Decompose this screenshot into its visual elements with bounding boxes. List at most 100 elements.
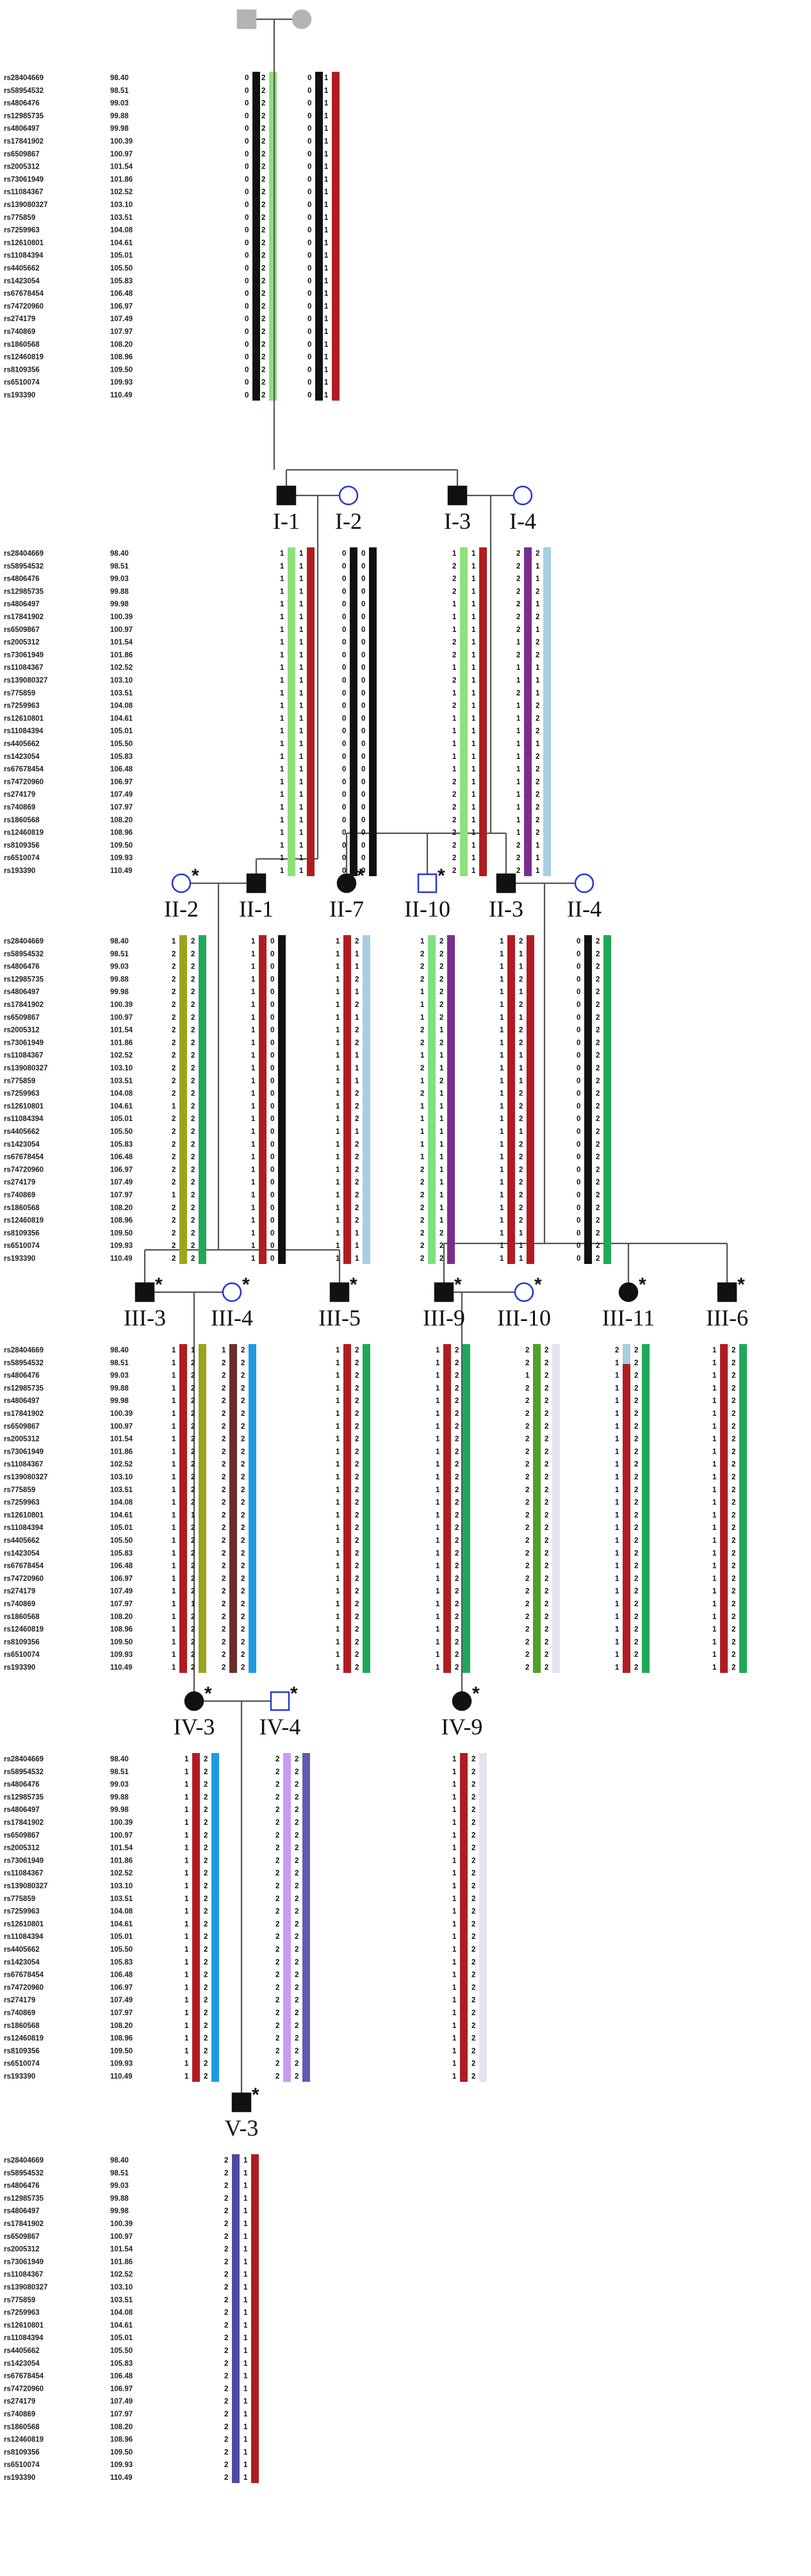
allele: 2 bbox=[455, 1423, 459, 1431]
allele: 1 bbox=[172, 1537, 176, 1545]
individual-ii-2[interactable]: *II-2 bbox=[164, 865, 199, 922]
allele: 2 bbox=[222, 1359, 225, 1367]
allele: 1 bbox=[452, 2047, 457, 2055]
allele: 1 bbox=[452, 1895, 457, 1903]
allele: 0 bbox=[245, 252, 249, 260]
individual-iv-3[interactable]: *IV-3 bbox=[174, 1683, 215, 1740]
allele: 2 bbox=[519, 1192, 523, 1199]
marker-id: rs12985735 bbox=[4, 1793, 44, 1801]
allele: 1 bbox=[439, 1027, 444, 1035]
allele: 2 bbox=[516, 576, 520, 583]
allele: 2 bbox=[471, 1870, 475, 1877]
allele: 1 bbox=[712, 1486, 717, 1494]
allele: 0 bbox=[245, 278, 249, 285]
marker-id: rs12610801 bbox=[4, 1920, 44, 1928]
individual-i-2[interactable]: I-2 bbox=[335, 485, 362, 534]
individual-ii-3[interactable]: II-3 bbox=[489, 873, 523, 922]
marker-position: 101.86 bbox=[110, 651, 133, 659]
allele: 2 bbox=[471, 1806, 475, 1814]
allele: 1 bbox=[471, 854, 476, 862]
allele: 1 bbox=[471, 702, 476, 710]
marker-id: rs73061949 bbox=[4, 1857, 44, 1865]
allele: 2 bbox=[455, 1436, 459, 1443]
allele: 1 bbox=[439, 1154, 444, 1161]
allele: 0 bbox=[342, 588, 346, 595]
allele: 1 bbox=[452, 1781, 457, 1789]
allele: 0 bbox=[342, 563, 346, 570]
allele: 1 bbox=[251, 1229, 256, 1237]
marker-id: rs11084394 bbox=[4, 2334, 44, 2342]
individual-ii-7[interactable]: *II-7 bbox=[329, 865, 365, 922]
individual-label: V-3 bbox=[225, 2115, 259, 2141]
allele: 2 bbox=[261, 138, 265, 145]
allele: 2 bbox=[172, 963, 176, 971]
haplotype-iii-3: 1111111111111111111111111112222222222221… bbox=[172, 1344, 206, 1673]
allele: 0 bbox=[245, 366, 249, 374]
allele: 2 bbox=[596, 1204, 600, 1212]
marker-position: 105.83 bbox=[110, 1141, 133, 1149]
allele: 2 bbox=[455, 1461, 459, 1468]
allele: 2 bbox=[224, 2347, 228, 2355]
allele: 0 bbox=[307, 354, 311, 361]
individual-iii-4[interactable]: *III-4 bbox=[211, 1274, 253, 1331]
allele: 1 bbox=[251, 1014, 256, 1022]
allele: 0 bbox=[270, 988, 274, 996]
allele: 2 bbox=[222, 1372, 225, 1380]
allele: 2 bbox=[204, 1793, 208, 1801]
marker-id: rs4806497 bbox=[4, 2207, 40, 2215]
individual-ii-1[interactable]: II-1 bbox=[239, 873, 274, 922]
allele: 0 bbox=[270, 1141, 274, 1149]
marker-position: 109.93 bbox=[110, 2060, 133, 2068]
marker-id: rs4806476 bbox=[4, 963, 40, 971]
allele: 2 bbox=[455, 1359, 459, 1367]
individual-iv-9[interactable]: *IV-9 bbox=[441, 1683, 483, 1740]
individual-iii-11[interactable]: *III-11 bbox=[602, 1274, 655, 1331]
individual-i-1[interactable]: I-1 bbox=[273, 485, 300, 534]
individual-iii-6[interactable]: *III-6 bbox=[706, 1274, 748, 1331]
allele: 1 bbox=[324, 188, 329, 196]
marker-position: 100.97 bbox=[110, 1014, 133, 1022]
allele: 2 bbox=[525, 1550, 529, 1558]
individual-iii-5[interactable]: *III-5 bbox=[318, 1274, 361, 1331]
marker-id: rs740869 bbox=[4, 328, 35, 336]
allele: 0 bbox=[307, 341, 311, 349]
allele: 2 bbox=[634, 1436, 638, 1443]
marker-position: 110.49 bbox=[110, 2474, 133, 2482]
allele: 2 bbox=[261, 315, 265, 323]
allele: 2 bbox=[525, 1423, 529, 1431]
individual-iii-9[interactable]: *III-9 bbox=[423, 1274, 465, 1331]
individual-i-3[interactable]: I-3 bbox=[444, 485, 471, 534]
allele: 1 bbox=[172, 1664, 176, 1672]
allele: 2 bbox=[471, 1781, 475, 1789]
allele: 2 bbox=[596, 1102, 600, 1110]
individual-ii-10[interactable]: *II-10 bbox=[404, 865, 450, 922]
allele: 2 bbox=[516, 601, 520, 608]
marker-position: 109.93 bbox=[110, 1651, 133, 1659]
allele: 0 bbox=[307, 176, 311, 183]
allele: 2 bbox=[519, 1039, 523, 1047]
individual-f-i[interactable] bbox=[236, 9, 257, 29]
individual-iv-4[interactable]: *IV-4 bbox=[259, 1683, 301, 1740]
individual-iii-10[interactable]: *III-10 bbox=[497, 1274, 551, 1331]
allele: 2 bbox=[222, 1575, 225, 1583]
allele: 1 bbox=[355, 1077, 359, 1085]
marker-id: rs58954532 bbox=[4, 563, 44, 570]
individual-iii-3[interactable]: *III-3 bbox=[124, 1274, 166, 1331]
allele: 1 bbox=[172, 1588, 176, 1595]
individual-v-3[interactable]: *V-3 bbox=[225, 2084, 259, 2141]
allele: 1 bbox=[500, 988, 504, 996]
marker-position: 104.08 bbox=[110, 1908, 133, 1916]
male-symbol bbox=[329, 1282, 350, 1302]
individual-i-4[interactable]: I-4 bbox=[509, 485, 536, 534]
allele: 2 bbox=[191, 1102, 195, 1110]
individual-ii-4[interactable]: II-4 bbox=[567, 873, 602, 922]
allele: 2 bbox=[455, 1600, 459, 1608]
female-symbol bbox=[574, 873, 594, 893]
allele: 0 bbox=[361, 576, 365, 583]
individual-m-i[interactable] bbox=[291, 9, 312, 29]
allele: 1 bbox=[172, 1436, 176, 1443]
marker-position: 108.20 bbox=[110, 2022, 133, 2030]
allele: 2 bbox=[204, 1781, 208, 1789]
allele: 2 bbox=[355, 1524, 359, 1532]
allele: 2 bbox=[519, 1027, 523, 1035]
